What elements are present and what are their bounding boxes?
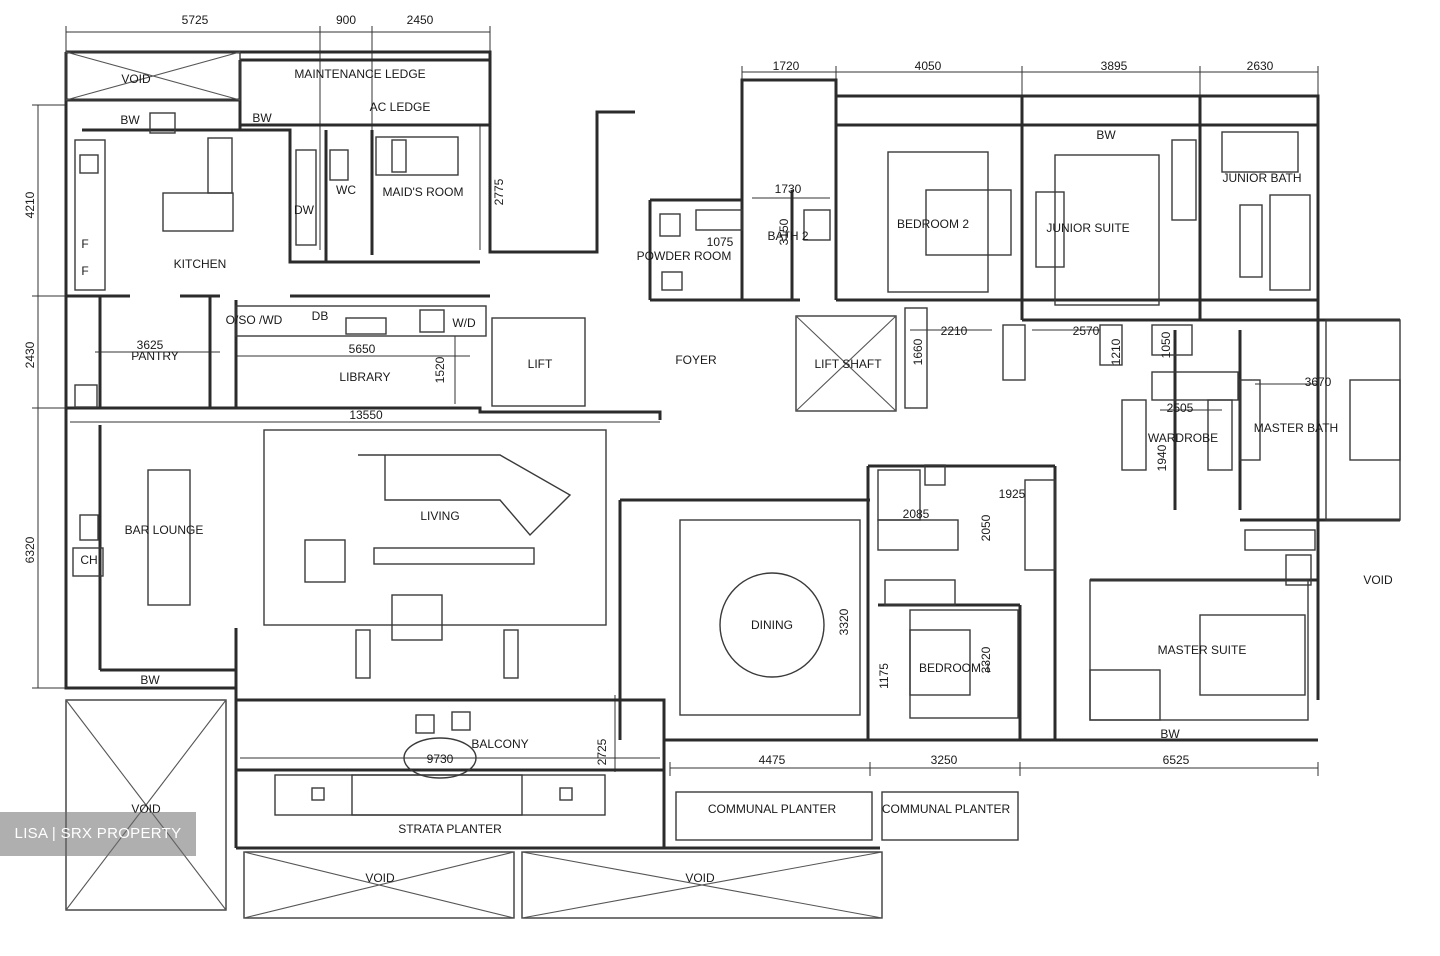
label-ch: CH xyxy=(80,553,97,567)
dim-bottom-2: 3250 xyxy=(931,753,958,767)
dim-lift-shaft-2: 2210 xyxy=(941,324,968,338)
label-void-bottom-1: VOID xyxy=(365,871,395,885)
label-ac-ledge: AC LEDGE xyxy=(370,100,431,114)
label-master-suite: MASTER SUITE xyxy=(1158,643,1247,657)
label-bw-living: BW xyxy=(140,673,160,687)
label-bedroom-2: BEDROOM 2 xyxy=(897,217,969,231)
watermark: LISA | SRX PROPERTY xyxy=(0,812,196,856)
dim-bed1-side: 1175 xyxy=(877,663,891,689)
label-wc: WC xyxy=(336,183,356,197)
dim-library-h: 1520 xyxy=(433,356,447,383)
label-lift: LIFT xyxy=(528,357,553,371)
dim-top-3: 2450 xyxy=(407,13,434,27)
dimension-lines xyxy=(32,26,1319,776)
dim-library-w: 5650 xyxy=(349,342,376,356)
dim-bottom-3: 6525 xyxy=(1163,753,1190,767)
label-fridge-1: F xyxy=(81,237,88,251)
dim-bottom-1: 4475 xyxy=(759,753,786,767)
label-junior-bath: JUNIOR BATH xyxy=(1222,171,1301,185)
dim-junior-2: 1210 xyxy=(1109,338,1123,365)
dim-left-3: 6320 xyxy=(23,536,37,563)
dimension-labels: 5725 900 2450 1720 4050 3895 2630 4210 2… xyxy=(23,13,1332,767)
label-bw-junior: BW xyxy=(1096,128,1116,142)
label-dw: DW xyxy=(294,203,315,217)
label-powder-room: POWDER ROOM xyxy=(637,249,732,263)
label-bedroom-1: BEDROOM 1 xyxy=(919,661,991,675)
dim-left-2: 2430 xyxy=(23,341,37,368)
label-bath-2: BATH 2 xyxy=(767,229,808,243)
label-living: LIVING xyxy=(420,509,459,523)
label-lift-shaft: LIFT SHAFT xyxy=(814,357,882,371)
dim-master-bath-w: 3670 xyxy=(1305,375,1332,389)
label-bw-kitchen: BW xyxy=(120,113,140,127)
label-bw-master: BW xyxy=(1160,727,1180,741)
label-kitchen: KITCHEN xyxy=(174,257,227,271)
label-fridge-2: F xyxy=(81,264,88,278)
dim-top-5: 4050 xyxy=(915,59,942,73)
label-osowd: O/SO /WD xyxy=(226,313,283,327)
dim-bed1-h: 3320 xyxy=(979,646,993,673)
label-dining: DINING xyxy=(751,618,793,632)
dim-living-w: 13550 xyxy=(349,408,383,422)
dim-powder-w: 1075 xyxy=(707,235,734,249)
dim-balcony-w: 9730 xyxy=(427,752,454,766)
dim-top-7: 2630 xyxy=(1247,59,1274,73)
label-master-bath: MASTER BATH xyxy=(1254,421,1338,435)
label-bw-kitchen-2: BW xyxy=(252,111,272,125)
dim-top-1: 5725 xyxy=(182,13,209,27)
dim-junior-1: 2570 xyxy=(1073,324,1100,338)
dim-wardrobe-w: 2505 xyxy=(1167,401,1194,415)
label-balcony: BALCONY xyxy=(471,737,528,751)
dim-bed1-1: 2085 xyxy=(903,507,930,521)
label-bar-lounge: BAR LOUNGE xyxy=(125,523,204,537)
label-void-right: VOID xyxy=(1363,573,1393,587)
dim-bed1-3: 1925 xyxy=(999,487,1026,501)
walls xyxy=(64,50,1400,850)
fixtures xyxy=(65,51,1401,919)
label-communal-planter-2: COMMUNAL PLANTER xyxy=(882,802,1011,816)
dim-top-6: 3895 xyxy=(1101,59,1128,73)
dim-bed1-2: 2050 xyxy=(979,514,993,541)
label-wardrobe: WARDROBE xyxy=(1148,431,1218,445)
label-void-bottom-2: VOID xyxy=(685,871,715,885)
dim-junior-3: 1050 xyxy=(1159,331,1173,358)
dim-wardrobe-h: 1940 xyxy=(1155,444,1169,471)
dim-left-1: 4210 xyxy=(23,191,37,218)
dim-top-4: 1720 xyxy=(773,59,800,73)
label-maintenance-ledge: MAINTENANCE LEDGE xyxy=(294,67,425,81)
label-library: LIBRARY xyxy=(339,370,390,384)
dim-maid-height: 2775 xyxy=(492,178,506,205)
label-void-top: VOID xyxy=(121,72,151,86)
dim-dining-h: 3320 xyxy=(837,608,851,635)
label-maids-room: MAID'S ROOM xyxy=(383,185,464,199)
label-pantry: PANTRY xyxy=(131,349,179,363)
dim-balcony-h: 2725 xyxy=(595,738,609,765)
dim-bath2-w: 1730 xyxy=(775,182,802,196)
label-junior-suite: JUNIOR SUITE xyxy=(1046,221,1129,235)
dim-bath2-h: 3150 xyxy=(777,218,791,245)
label-wd: W/D xyxy=(452,316,476,330)
dim-top-2: 900 xyxy=(336,13,356,27)
room-labels: VOID MAINTENANCE LEDGE AC LEDGE BW BW WC… xyxy=(80,67,1393,885)
label-strata-planter: STRATA PLANTER xyxy=(398,822,502,836)
dim-pantry-w: 3625 xyxy=(137,338,164,352)
label-db: DB xyxy=(312,309,329,323)
dim-lift-shaft-1: 1660 xyxy=(911,338,925,365)
label-communal-planter-1: COMMUNAL PLANTER xyxy=(708,802,837,816)
label-foyer: FOYER xyxy=(675,353,717,367)
